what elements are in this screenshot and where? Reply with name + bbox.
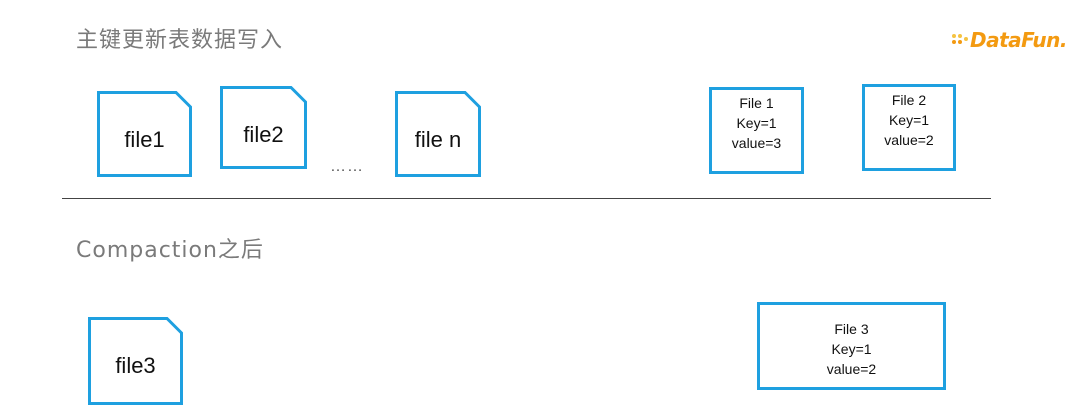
section-title-after-compaction: Compaction之后: [76, 238, 264, 263]
record-key: Key=1: [831, 341, 872, 357]
record-name: File 1: [739, 95, 774, 111]
file-label: file n: [414, 127, 462, 152]
ellipsis: ……: [330, 158, 364, 175]
file-label: file3: [115, 353, 156, 378]
file-icon-1: file1: [97, 91, 192, 177]
record-box-file-2: File 2 Key=1 value=2: [862, 84, 956, 171]
file-label: file2: [243, 122, 284, 147]
record-value: value=2: [826, 361, 877, 377]
record-key: Key=1: [736, 115, 777, 131]
record-value: value=2: [884, 132, 934, 148]
record-value: value=3: [731, 135, 782, 151]
logo-dots-icon: [952, 34, 968, 44]
file-label: file1: [124, 127, 165, 152]
record-key: Key=1: [888, 112, 930, 128]
file-icon-n: file n: [395, 91, 481, 177]
section-divider: [62, 198, 991, 199]
logo-wordmark: DataFun.: [970, 28, 1067, 52]
datafun-logo: DataFun.: [950, 26, 1067, 54]
file-icon-3: file3: [88, 317, 183, 405]
record-box-file-3: File 3 Key=1 value=2: [757, 302, 946, 390]
record-box-file-1: File 1 Key=1 value=3: [709, 87, 804, 174]
record-name: File 2: [891, 92, 927, 108]
file-icon-2: file2: [220, 86, 307, 169]
page-title: 主键更新表数据写入: [76, 28, 284, 53]
record-name: File 3: [834, 321, 869, 337]
